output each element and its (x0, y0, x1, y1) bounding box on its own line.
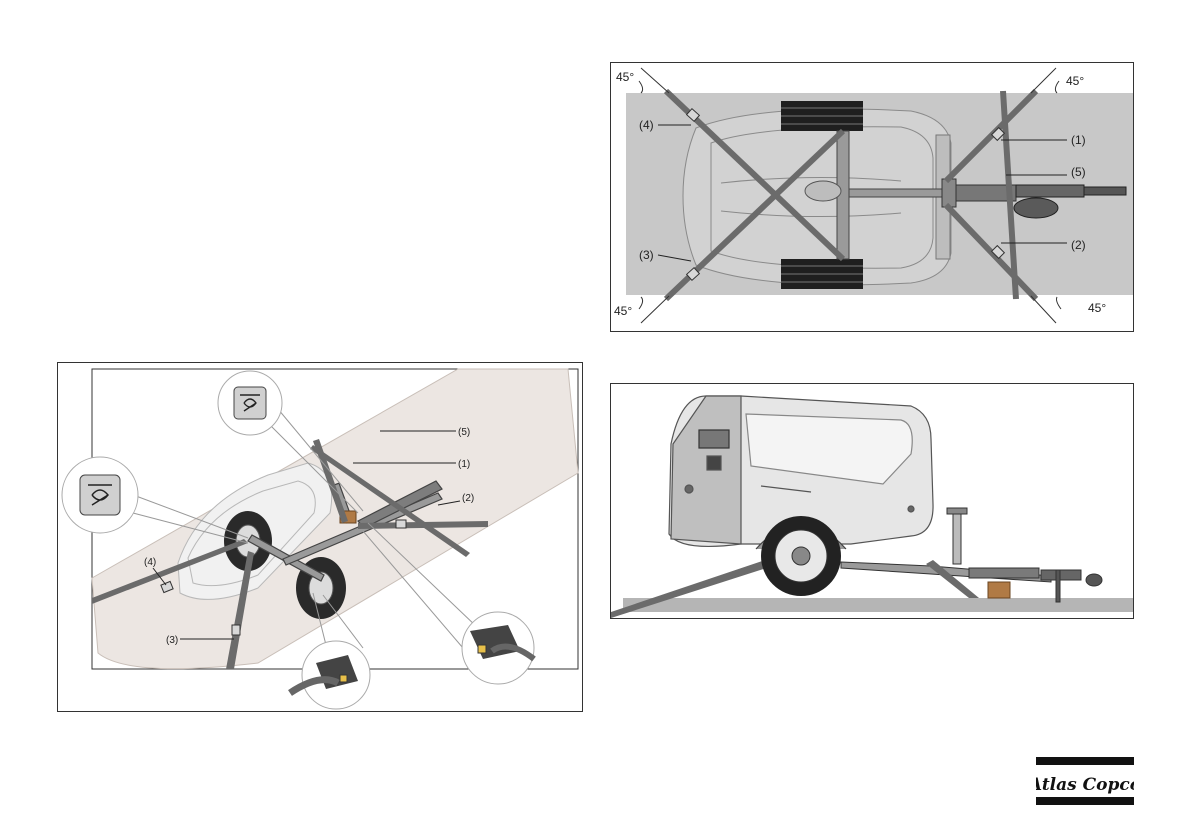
strap-label-5-top: (5) (1071, 165, 1086, 179)
angle-label-top-right: 45° (1066, 74, 1084, 88)
wheel-top (781, 101, 863, 131)
front-strap-side (926, 560, 979, 598)
strap-label-4-iso: (4) (144, 557, 156, 568)
strap-label-1-iso: (1) (458, 459, 470, 470)
logo-wordmark: Atlas Copco (1036, 775, 1134, 795)
top-view-diagram: 45° 45° 45° 45° (4) (3) (1) (5) (2) (610, 62, 1134, 332)
side-view-svg (611, 384, 1133, 618)
angle-label-bottom-right: 45° (1088, 301, 1106, 315)
angle-label-top-left: 45° (616, 70, 634, 84)
side-view-diagram (610, 383, 1134, 619)
isometric-view-svg: (5) (1) (2) (4) (3) (58, 363, 582, 711)
strap-label-3-iso: (3) (166, 635, 178, 646)
strap-label-1-top: (1) (1071, 133, 1086, 147)
angle-label-bottom-left: 45° (614, 304, 632, 318)
strap-label-2-iso: (2) (462, 493, 474, 504)
wooden-block (988, 582, 1010, 598)
top-view-svg: 45° 45° 45° 45° (4) (3) (1) (5) (2) (611, 63, 1133, 331)
strap-label-3-top: (3) (639, 248, 654, 262)
atlas-copco-logo-svg: Atlas Copco (1036, 757, 1134, 805)
atlas-copco-logo: Atlas Copco (1036, 757, 1134, 805)
strap-label-4-top: (4) (639, 118, 654, 132)
isometric-view-diagram: (5) (1) (2) (4) (3) (57, 362, 583, 712)
strap-label-5-iso: (5) (458, 427, 470, 438)
strap-label-2-top: (2) (1071, 238, 1086, 252)
wheel-bottom (781, 259, 863, 289)
